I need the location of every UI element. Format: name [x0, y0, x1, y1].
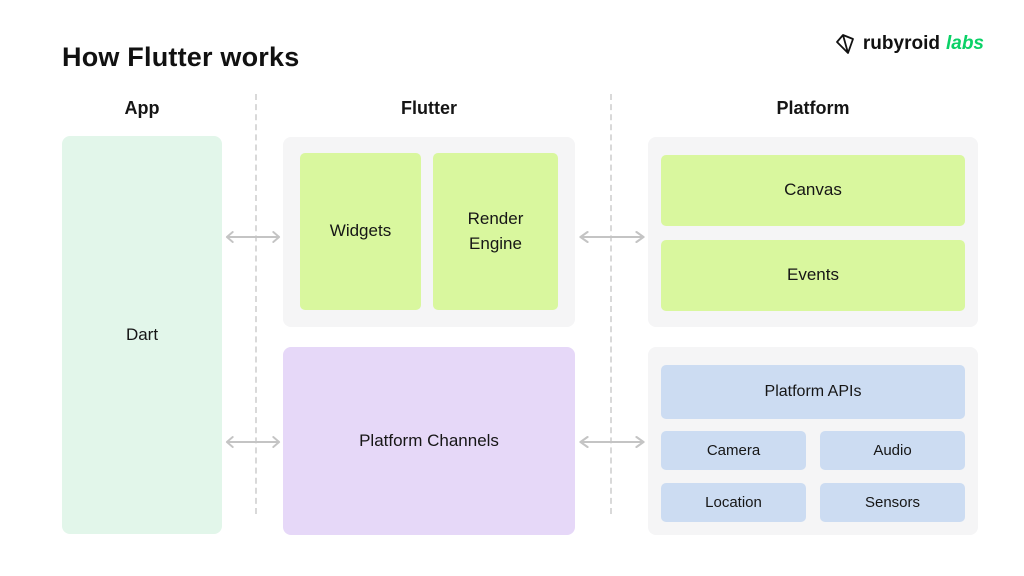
arrow-channels-apis-icon — [577, 434, 647, 450]
logo-name: rubyroid — [862, 33, 940, 54]
gem-icon — [833, 32, 857, 56]
sensors-box: Sensors — [820, 483, 965, 522]
separator-flutter-platform — [610, 94, 612, 514]
location-box: Location — [661, 483, 806, 522]
arrow-flutter-platform-icon — [577, 229, 647, 245]
page-title: How Flutter works — [62, 42, 300, 72]
arrow-dart-flutter-icon — [224, 229, 282, 245]
canvas-box: Canvas — [661, 155, 965, 226]
column-header-app: App — [124, 98, 160, 118]
column-header-flutter: Flutter — [401, 98, 457, 118]
logo-accent: labs — [945, 33, 984, 54]
platform-channels-box: Platform Channels — [283, 347, 575, 535]
column-header-platform: Platform — [776, 98, 850, 118]
arrow-dart-channels-icon — [224, 434, 282, 450]
dart-box: Dart — [62, 136, 222, 534]
separator-app-flutter — [255, 94, 257, 514]
camera-box: Camera — [661, 431, 806, 470]
audio-box: Audio — [820, 431, 965, 470]
events-box: Events — [661, 240, 965, 311]
render-engine-box: Render Engine — [433, 153, 558, 310]
widgets-box: Widgets — [300, 153, 421, 310]
platform-apis-box: Platform APIs — [661, 365, 965, 419]
